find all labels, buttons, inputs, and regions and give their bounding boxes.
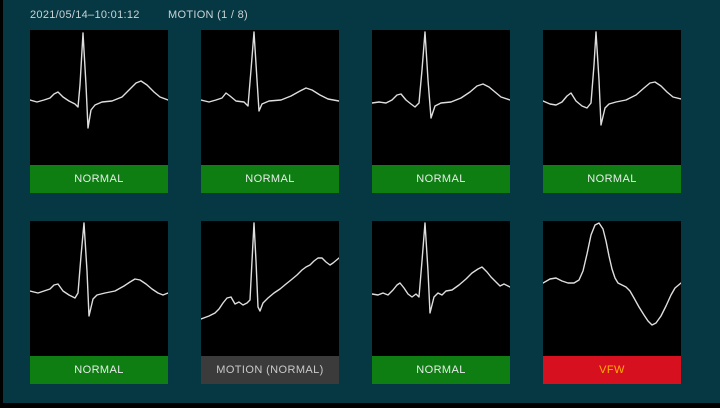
status-label: NORMAL	[30, 165, 168, 193]
ecg-panel[interactable]: VFW	[543, 221, 681, 384]
motion-page-indicator: MOTION (1 / 8)	[168, 9, 248, 21]
ecg-waveform	[372, 30, 510, 165]
ecg-panel[interactable]: MOTION (NORMAL)	[201, 221, 339, 384]
ecg-panel[interactable]: NORMAL	[543, 30, 681, 193]
ecg-waveform	[372, 221, 510, 356]
status-label: NORMAL	[372, 356, 510, 384]
ecg-waveform	[30, 30, 168, 165]
ecg-panel[interactable]: NORMAL	[372, 221, 510, 384]
ecg-panel[interactable]: NORMAL	[30, 221, 168, 384]
status-label: NORMAL	[372, 165, 510, 193]
ecg-panel[interactable]: NORMAL	[201, 30, 339, 193]
ecg-waveform	[30, 221, 168, 356]
ecg-waveform	[543, 221, 681, 356]
ecg-panel[interactable]: NORMAL	[30, 30, 168, 193]
ecg-waveform	[543, 30, 681, 165]
header-bar: 2021/05/14–10:01:12 MOTION (1 / 8)	[0, 9, 720, 25]
ecg-waveform	[201, 221, 339, 356]
status-label: NORMAL	[201, 165, 339, 193]
status-label: MOTION (NORMAL)	[201, 356, 339, 384]
status-label: VFW	[543, 356, 681, 384]
ecg-waveform	[201, 30, 339, 165]
ecg-panel[interactable]: NORMAL	[372, 30, 510, 193]
status-label: NORMAL	[543, 165, 681, 193]
status-label: NORMAL	[30, 356, 168, 384]
record-timestamp: 2021/05/14–10:01:12	[30, 9, 140, 21]
